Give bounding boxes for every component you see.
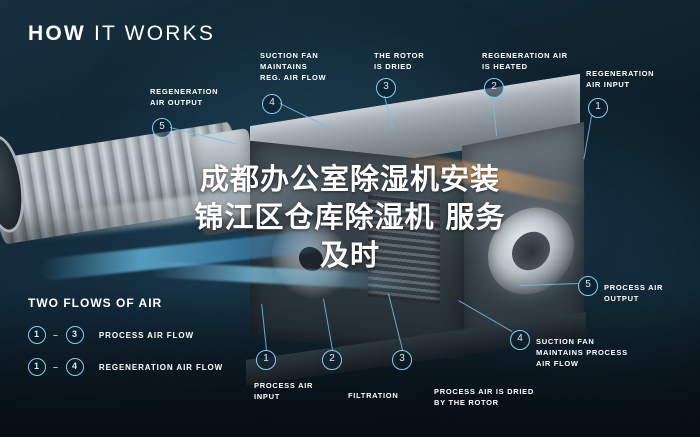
- legend-label-process-air-flow: PROCESS AIR FLOW: [98, 330, 194, 340]
- callout-marker-1-regen-input[interactable]: 1: [588, 98, 608, 118]
- page-title-rest: IT WORKS: [93, 22, 216, 45]
- callout-label-process-dried: PROCESS AIR IS DRIED BY THE ROTOR: [434, 387, 534, 407]
- callout-marker-3-process-dried[interactable]: 3: [392, 350, 412, 370]
- legend-chip-to-3: 3: [65, 326, 84, 344]
- callout-marker-3-rotor-dried[interactable]: 3: [376, 78, 396, 98]
- callout-label-suction-fan-process: SUCTION FAN MAINTAINS PROCESS AIR FLOW: [536, 337, 628, 368]
- callout-label-filtration: FILTRATION: [348, 391, 399, 400]
- callout-label-suction-fan-reg: SUCTION FAN MAINTAINS REG. AIR FLOW: [260, 51, 327, 82]
- filter-grill: [368, 192, 440, 304]
- legend-chip-from-1-regen: 1: [28, 358, 46, 376]
- legend-chip-from-1: 1: [28, 326, 46, 344]
- legend-dash-2: –: [53, 362, 59, 372]
- callout-label-process-air-output: PROCESS AIR OUTPUT: [604, 283, 664, 303]
- callout-label-regen-air-heated: REGENERATION AIR IS HEATED: [482, 51, 568, 71]
- dehumidifier-unit: [236, 73, 602, 386]
- callout-marker-5-process-output[interactable]: 5: [578, 276, 598, 296]
- page-title: HOW IT WORKS: [28, 22, 215, 46]
- callout-label-rotor-dried: THE ROTOR IS DRIED: [374, 51, 425, 71]
- callout-marker-5-regen-output[interactable]: 5: [152, 118, 172, 138]
- page-title-bold: HOW: [28, 22, 86, 45]
- legend-row-regeneration-flow: 1 – 4 REGENERATION AIR FLOW: [28, 358, 223, 376]
- legend-row-process-flow: 1 – 3 PROCESS AIR FLOW: [28, 326, 194, 344]
- legend-chip-to-4: 4: [65, 358, 84, 376]
- callout-label-process-air-input: PROCESS AIR INPUT: [254, 381, 314, 401]
- callout-marker-2-regen-heated[interactable]: 2: [484, 78, 504, 98]
- callout-label-regeneration-air-output: REGENERATION AIR OUTPUT: [150, 87, 219, 107]
- legend-title: TWO FLOWS OF AIR: [28, 296, 163, 310]
- callout-marker-1-process-input[interactable]: 1: [256, 350, 276, 370]
- callout-marker-2-filtration[interactable]: 2: [322, 350, 342, 370]
- callout-marker-4-suction-fan-process[interactable]: 4: [510, 330, 530, 350]
- legend-label-regeneration-air-flow: REGENERATION AIR FLOW: [98, 362, 224, 372]
- callout-label-regen-air-input: REGENERATION AIR INPUT: [586, 69, 655, 89]
- legend-dash-1: –: [53, 330, 59, 340]
